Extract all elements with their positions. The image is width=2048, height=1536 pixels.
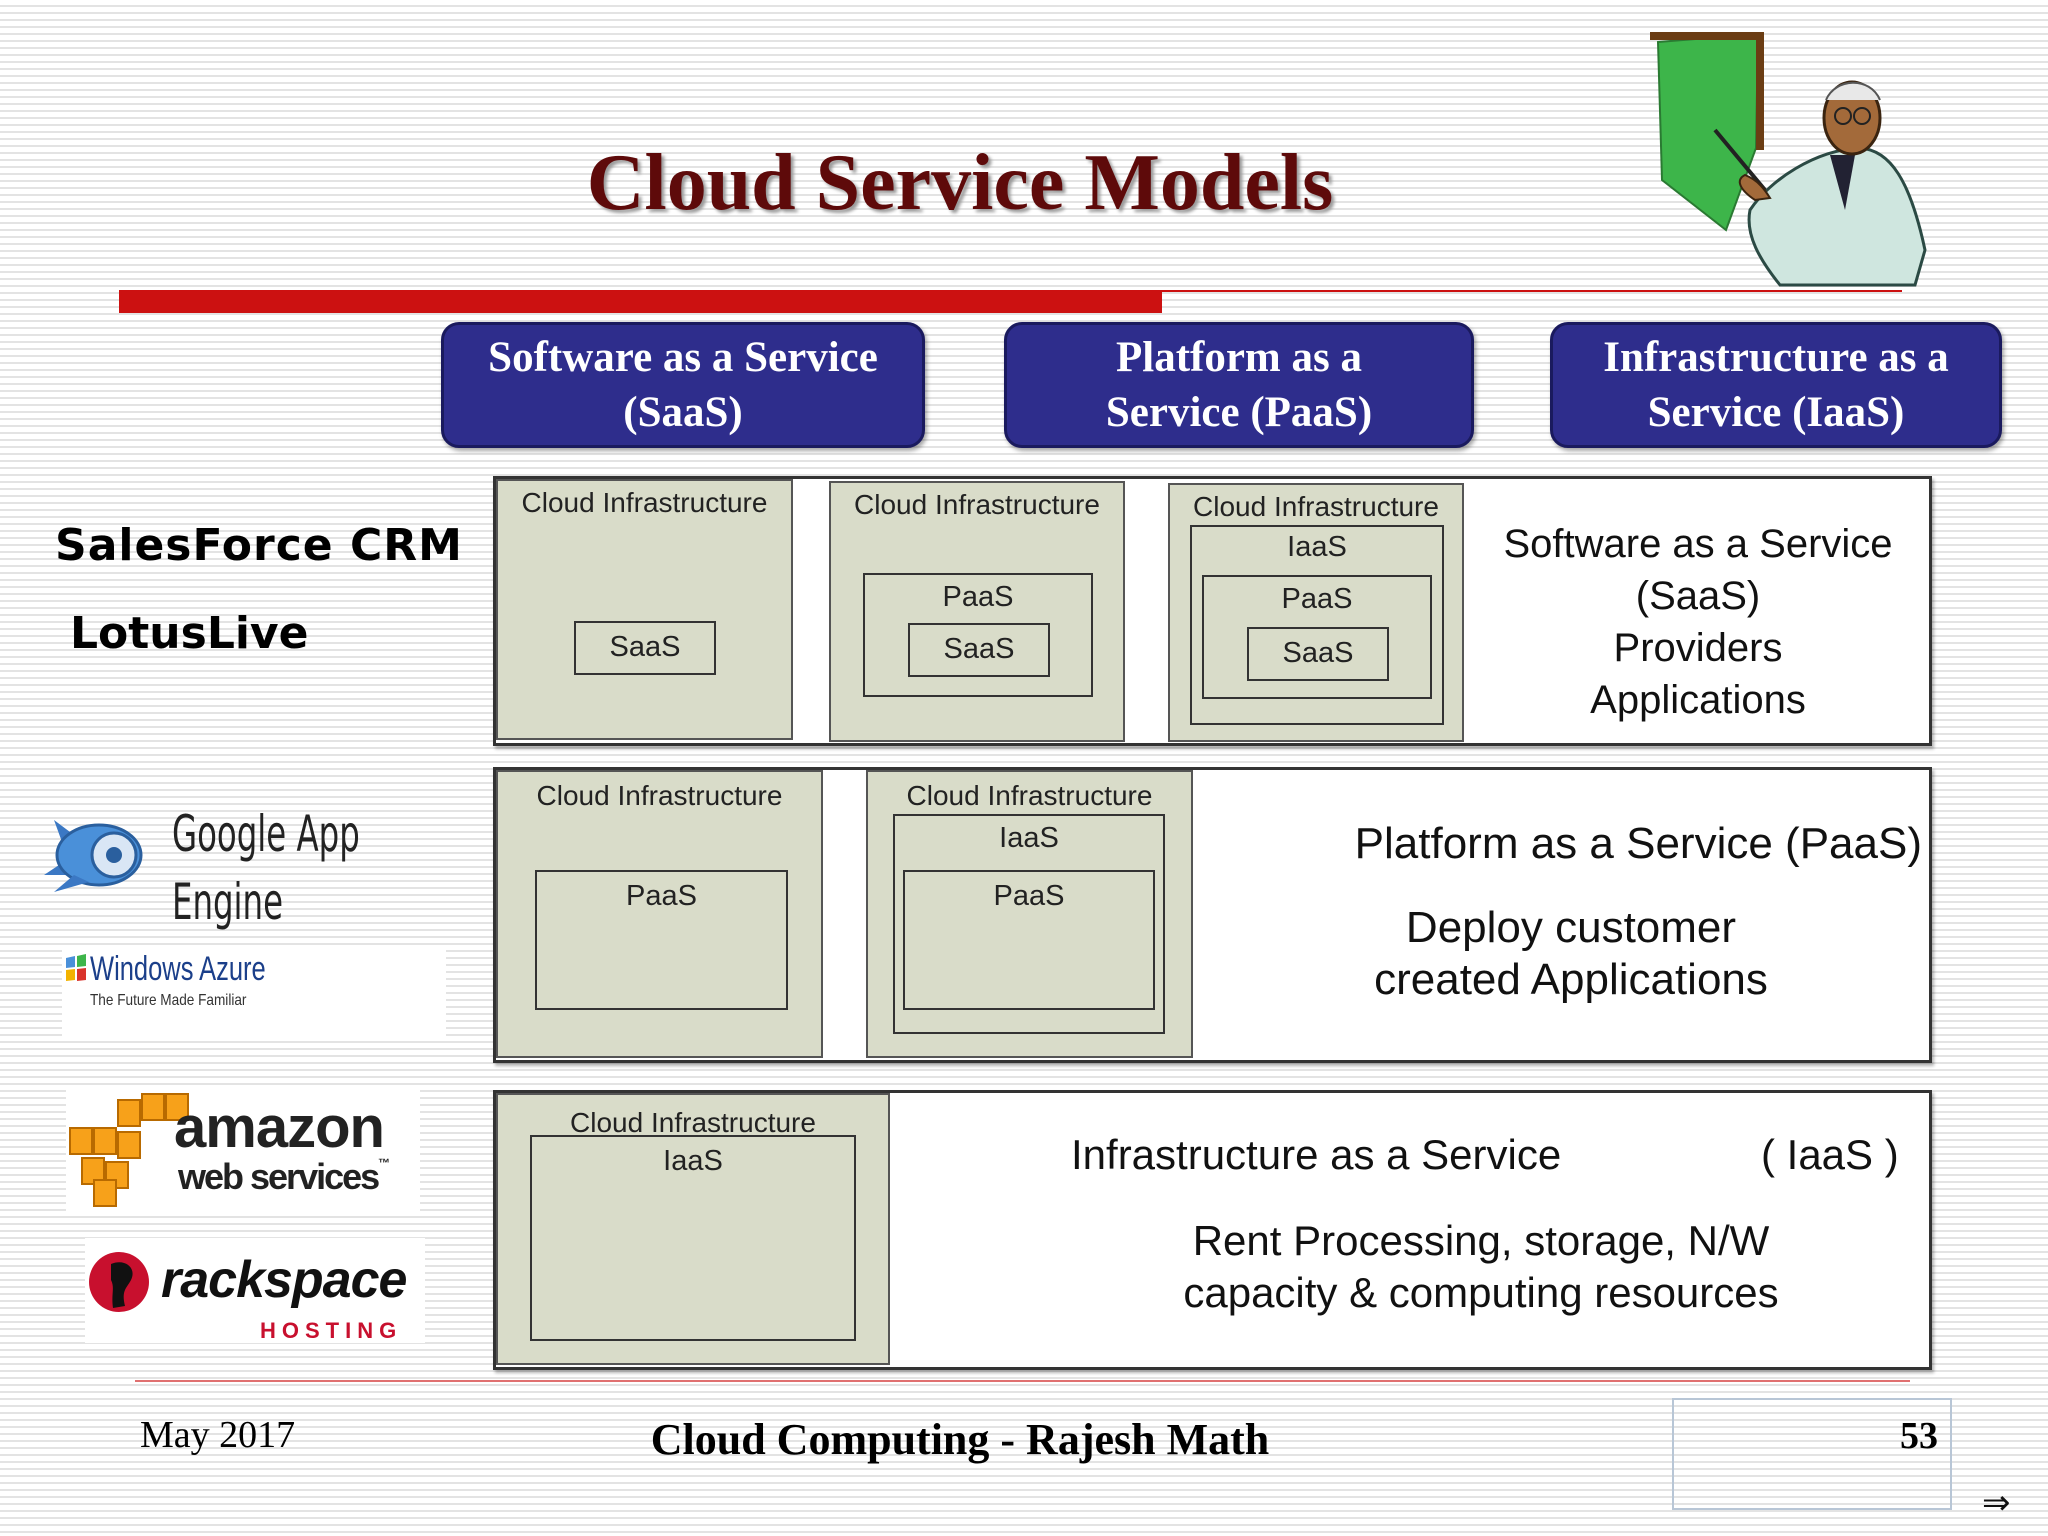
saas-label: SaaS bbox=[609, 631, 681, 663]
saas-label: SaaS bbox=[1282, 637, 1354, 669]
cell-caption: Cloud Infrastructure bbox=[536, 780, 783, 811]
rackspace-hosting-logo: rackspace HOSTING bbox=[85, 1238, 425, 1343]
iaas-box: IaaS PaaS bbox=[893, 814, 1165, 1034]
paas-label: PaaS bbox=[993, 880, 1065, 912]
amazon-web-services-logo: amazon web services™ bbox=[66, 1090, 420, 1215]
paas-label: PaaS bbox=[626, 880, 697, 912]
header-iaas: Infrastructure as a Service (IaaS) bbox=[1550, 322, 2002, 448]
next-slide-arrow[interactable]: ⇒ bbox=[1982, 1483, 2011, 1523]
iaas-box: IaaS bbox=[530, 1135, 856, 1341]
google-app-engine-line2: Engine bbox=[172, 873, 284, 931]
footer-date: May 2017 bbox=[140, 1414, 296, 1456]
paas-box: PaaS bbox=[903, 870, 1155, 1010]
page-number-box: 53 bbox=[1672, 1398, 1952, 1510]
web-services-text: web services bbox=[178, 1156, 380, 1197]
presenter-clipart bbox=[1650, 32, 1927, 287]
cell-caption: Cloud Infrastructure bbox=[906, 780, 1153, 811]
paas-box: PaaS bbox=[535, 870, 788, 1010]
saas-desc-line1: Software as a Service bbox=[1503, 522, 1893, 566]
saas-box: SaaS bbox=[1247, 627, 1389, 681]
iaas-label: IaaS bbox=[1287, 531, 1347, 563]
iaas-label: IaaS bbox=[999, 822, 1059, 854]
windows-azure-logo: Windows Azure The Future Made Familiar bbox=[62, 950, 446, 1040]
page-number: 53 bbox=[1900, 1415, 1938, 1457]
saas-box: SaaS bbox=[908, 623, 1050, 677]
saas-cell-2: Cloud Infrastructure PaaS SaaS bbox=[829, 481, 1125, 742]
cell-caption: Cloud Infrastructure bbox=[854, 489, 1100, 520]
row-iaas: Cloud Infrastructure IaaS Infrastructure… bbox=[493, 1090, 1932, 1370]
amazon-web-services-wordmark: web services™ bbox=[178, 1156, 390, 1198]
paas-label: PaaS bbox=[942, 581, 1014, 613]
saas-cell-1: Cloud Infrastructure SaaS bbox=[496, 479, 793, 740]
iaas-cell-1: Cloud Infrastructure IaaS bbox=[496, 1093, 890, 1365]
amazon-wordmark: amazon bbox=[174, 1095, 385, 1160]
windows-flag-icon bbox=[66, 954, 86, 981]
google-app-engine-icon bbox=[34, 800, 159, 900]
paas-label: PaaS bbox=[1281, 583, 1353, 615]
rackspace-icon bbox=[89, 1252, 149, 1312]
slide-title: Cloud Service Models bbox=[586, 139, 1334, 227]
saas-desc-line2: (SaaS) bbox=[1635, 574, 1761, 618]
salesforce-logo: SalesForce CRM bbox=[55, 520, 463, 571]
lotuslive-logo: LotusLive bbox=[70, 608, 309, 659]
iaas-desc-line3: capacity & computing resources bbox=[1183, 1269, 1779, 1316]
rackspace-hosting-text: HOSTING bbox=[260, 1318, 403, 1343]
paas-box: PaaS SaaS bbox=[863, 573, 1093, 697]
paas-box: PaaS SaaS bbox=[1202, 575, 1432, 699]
title-underline-thin bbox=[1160, 290, 1902, 292]
trademark-symbol: ™ bbox=[378, 1156, 390, 1170]
header-saas: Software as a Service (SaaS) bbox=[441, 322, 925, 448]
paas-desc-line1: Platform as a Service (PaaS) bbox=[1354, 819, 1922, 868]
iaas-desc-line1-tag: ( IaaS ) bbox=[1761, 1131, 1899, 1178]
saas-description: Software as a Service (SaaS) Providers A… bbox=[1470, 518, 1926, 726]
saas-desc-line4: Applications bbox=[1590, 678, 1806, 722]
paas-desc-line2: Deploy customer bbox=[1405, 903, 1737, 952]
saas-cell-3: Cloud Infrastructure IaaS PaaS SaaS bbox=[1168, 483, 1464, 742]
paas-desc-line3: created Applications bbox=[1374, 955, 1768, 1004]
windows-azure-tagline: The Future Made Familiar bbox=[90, 992, 247, 1009]
row-paas: Cloud Infrastructure PaaS Cloud Infrastr… bbox=[493, 767, 1932, 1063]
title-underline-bar bbox=[119, 290, 1162, 313]
aws-cubes-icon bbox=[69, 1093, 189, 1207]
iaas-desc-line2: Rent Processing, storage, N/W bbox=[1192, 1217, 1770, 1264]
windows-azure-wordmark: Windows Azure bbox=[90, 950, 266, 988]
saas-label: SaaS bbox=[943, 633, 1015, 665]
iaas-box: IaaS PaaS SaaS bbox=[1190, 525, 1444, 725]
google-app-engine-line1: Google App bbox=[172, 805, 360, 863]
paas-description: Platform as a Service (PaaS) Deploy cust… bbox=[1216, 818, 1926, 1006]
header-paas: Platform as a Service (PaaS) bbox=[1004, 322, 1474, 448]
google-app-engine-logo: Google App Engine bbox=[172, 800, 360, 936]
cell-caption: Cloud Infrastructure bbox=[521, 487, 768, 518]
saas-box: SaaS bbox=[574, 621, 716, 675]
footer-title: Cloud Computing - Rajesh Math bbox=[650, 1415, 1270, 1464]
iaas-label: IaaS bbox=[663, 1145, 723, 1177]
iaas-desc-line1: Infrastructure as a Service bbox=[1071, 1131, 1562, 1178]
rackspace-wordmark: rackspace bbox=[161, 1251, 407, 1309]
row-saas: Cloud Infrastructure SaaS Cloud Infrastr… bbox=[493, 476, 1932, 746]
paas-cell-2: Cloud Infrastructure IaaS PaaS bbox=[866, 770, 1193, 1058]
cell-caption: Cloud Infrastructure bbox=[1193, 491, 1439, 522]
saas-desc-line3: Providers bbox=[1613, 626, 1783, 670]
paas-cell-1: Cloud Infrastructure PaaS bbox=[496, 770, 823, 1058]
footer-rule bbox=[135, 1380, 1910, 1382]
cell-caption: Cloud Infrastructure bbox=[570, 1107, 816, 1138]
iaas-description: Rent Processing, storage, N/W capacity &… bbox=[1036, 1215, 1926, 1319]
